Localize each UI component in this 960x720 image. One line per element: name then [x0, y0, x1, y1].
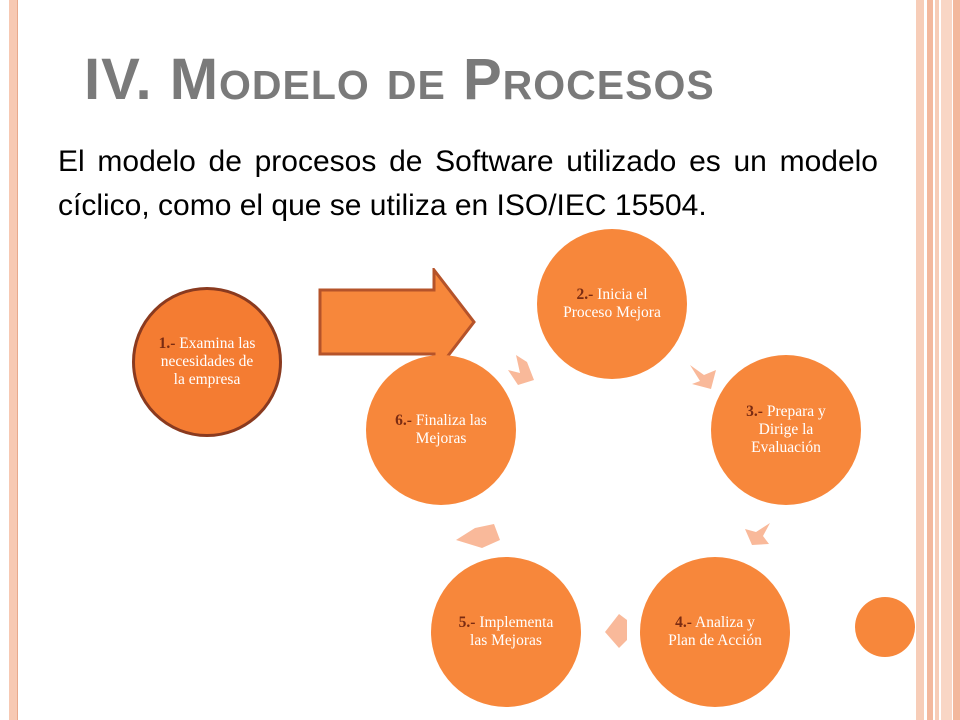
step-5-circle: 5.- Implementa las Mejoras	[431, 557, 581, 707]
right-decorative-band	[935, 0, 939, 720]
step-number: 3.-	[746, 403, 763, 420]
step-2-circle: 2.- Inicia el Proceso Mejora	[537, 229, 687, 379]
step-1-circle: 1.- Examina las necesidades de la empres…	[132, 287, 282, 437]
step-6-circle: 6.- Finaliza las Mejoras	[366, 355, 516, 505]
decorative-circle	[855, 597, 915, 657]
step-label: Examina las necesidades de la empresa	[160, 335, 256, 388]
right-decorative-band	[927, 0, 933, 720]
step-number: 4.-	[675, 614, 692, 631]
step-label: Finaliza las Mejoras	[415, 412, 487, 447]
left-decorative-stripe	[9, 0, 18, 720]
intro-paragraph: El modelo de procesos de Software utiliz…	[58, 145, 878, 222]
step-label: Prepara y Dirige la Evaluación	[751, 403, 826, 456]
step-number: 6.-	[395, 412, 412, 429]
step-label: Inicia el Proceso Mejora	[563, 286, 661, 321]
right-arrow-icon	[318, 268, 476, 376]
left-decorative-line	[17, 0, 18, 720]
step-number: 5.-	[458, 614, 476, 631]
step-label: Analiza y Plan de Acción	[668, 614, 762, 649]
slide-title: IV. Modelo de Procesos	[84, 47, 715, 112]
right-decorative-band	[916, 0, 924, 720]
step-number: 2.-	[576, 286, 594, 303]
step-number: 1.-	[158, 335, 176, 352]
right-decorative-band	[941, 0, 952, 720]
right-decorative-band	[953, 0, 960, 720]
step-label: Implementa las Mejoras	[470, 614, 554, 649]
step-4-circle: 4.- Analiza y Plan de Acción	[640, 557, 790, 707]
step-3-circle: 3.- Prepara y Dirige la Evaluación	[711, 355, 861, 505]
